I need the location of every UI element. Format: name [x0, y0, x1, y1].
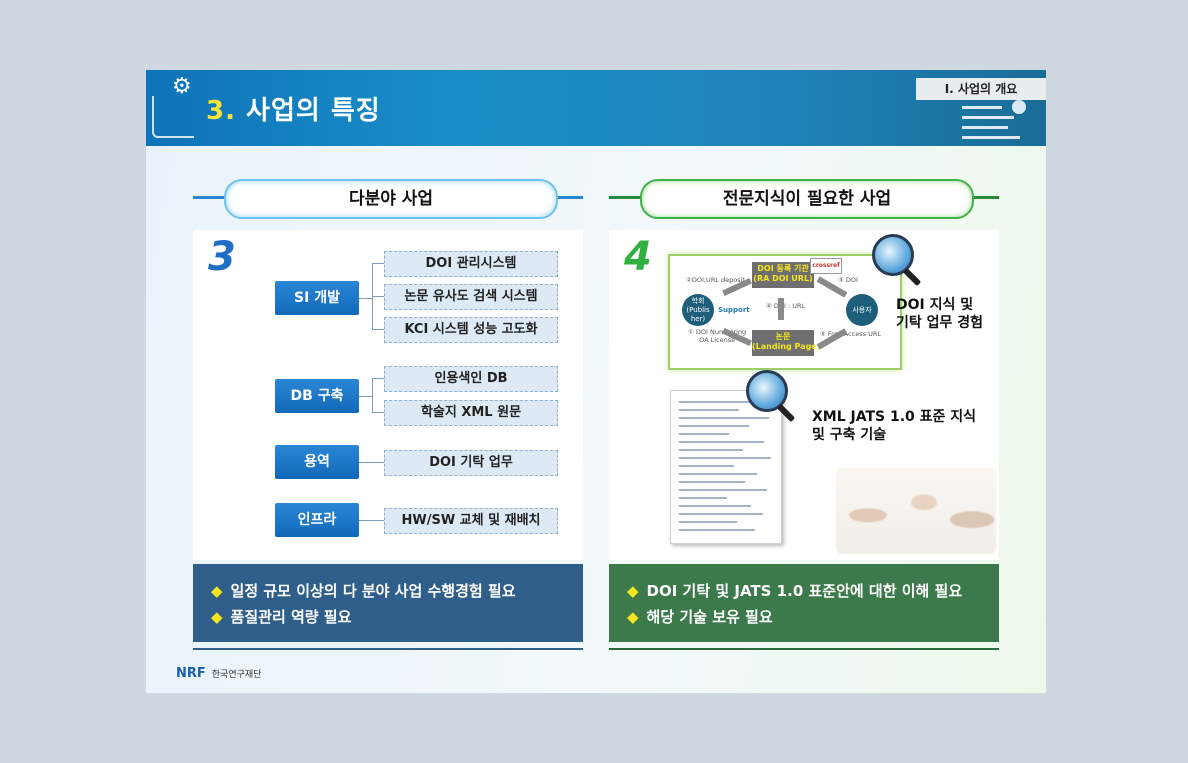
page-title: 3. 사업의 특징	[206, 90, 381, 127]
connector	[372, 412, 384, 413]
connector	[359, 462, 384, 463]
right-underline	[609, 648, 999, 650]
person-reading-icon	[962, 100, 1032, 142]
doi-label: ③ DOI	[838, 276, 858, 284]
note-xml-jats: XML JATS 1.0 표준 지식 및 구축 기술	[812, 409, 977, 443]
title-text: 사업의 특징	[246, 96, 381, 126]
circuit-decoration	[152, 96, 194, 138]
doi-url-label: ④ DOI : URL	[766, 302, 806, 310]
deposit-label: ②DOI;URL deposit	[686, 276, 745, 284]
connector	[359, 520, 384, 521]
header-banner: ⚙ 3. 사업의 특징 Ⅰ. 사업의 개요	[146, 70, 1046, 146]
left-bullet-1: ◆ 일정 규모 이상의 다 분야 사업 수행경험 필요	[211, 580, 516, 601]
right-heading: 전문지식이 필요한 사업	[640, 179, 974, 219]
item-doi-system: DOI 관리시스템	[384, 251, 558, 277]
publisher-node: 학회 (Publis her)	[682, 294, 714, 326]
support-label: Support	[718, 306, 750, 314]
connector	[372, 329, 384, 330]
note-doi-knowledge: DOI 지식 및 기탁 업무 경험	[896, 297, 984, 331]
bullet-text: DOI 기탁 및 JATS 1.0 표준안에 대한 이해 필요	[646, 582, 963, 600]
bullet-text: 일정 규모 이상의 다 분야 사업 수행경험 필요	[230, 582, 516, 600]
connector	[372, 378, 373, 412]
right-summary-box: ◆ DOI 기탁 및 JATS 1.0 표준안에 대한 이해 필요 ◆ 해당 기술 …	[609, 564, 999, 642]
xml-document-image	[670, 390, 782, 544]
item-hw-sw: HW/SW 교체 및 재배치	[384, 508, 558, 534]
left-bullet-2: ◆ 품질관리 역량 필요	[211, 606, 351, 627]
diamond-icon: ◆	[627, 582, 639, 600]
user-node: 사용자	[846, 294, 878, 326]
connector	[359, 298, 372, 299]
paper-box: 논문 (Landing Page)	[752, 330, 820, 356]
org-name: 한국연구재단	[211, 670, 262, 680]
item-similarity-search: 논문 유사도 검색 시스템	[384, 284, 558, 310]
right-badge-number: 4	[624, 234, 652, 280]
right-bullet-1: ◆ DOI 기탁 및 JATS 1.0 표준안에 대한 이해 필요	[627, 580, 962, 601]
connector	[372, 296, 384, 297]
item-journal-xml: 학술지 XML 원문	[384, 400, 558, 426]
crossref-logo: crossref	[810, 258, 842, 274]
left-heading: 다분야 사업	[224, 179, 558, 219]
bullet-text: 품질관리 역량 필요	[230, 608, 352, 626]
left-summary-box: ◆ 일정 규모 이상의 다 분야 사업 수행경험 필요 ◆ 품질관리 역량 필요	[193, 564, 583, 642]
item-doi-deposit: DOI 기탁 업무	[384, 450, 558, 476]
nrf-logo: NRF 한국연구재단	[176, 666, 261, 681]
category-si: SI 개발	[275, 281, 359, 315]
people-photo	[836, 468, 996, 554]
doi-process-diagram: DOI 등록 기관 (RA DOI URL) crossref 논문 (Land…	[668, 254, 902, 370]
diamond-icon: ◆	[211, 608, 223, 626]
bullet-text: 해당 기술 보유 필요	[646, 608, 773, 626]
logo-mark: NRF	[176, 666, 206, 681]
gear-icon: ⚙	[172, 74, 192, 99]
category-service: 용역	[275, 445, 359, 479]
section-breadcrumb: Ⅰ. 사업의 개요	[916, 78, 1046, 100]
slide: ⚙ 3. 사업의 특징 Ⅰ. 사업의 개요 다분야 사업 3 SI 개발 DOI…	[146, 70, 1046, 693]
left-underline	[193, 648, 583, 650]
right-bullet-2: ◆ 해당 기술 보유 필요	[627, 606, 773, 627]
category-infra: 인프라	[275, 503, 359, 537]
connector	[359, 396, 372, 397]
free-access-label: ⑤ Free Access URL	[820, 330, 881, 338]
ra-box: DOI 등록 기관 (RA DOI URL)	[752, 262, 814, 288]
connector	[372, 263, 384, 264]
item-kci-performance: KCI 시스템 성능 고도화	[384, 317, 558, 343]
connector	[372, 378, 384, 379]
category-db: DB 구축	[275, 379, 359, 413]
diamond-icon: ◆	[627, 608, 639, 626]
title-number: 3.	[206, 96, 236, 126]
arrow-doi-url	[778, 298, 784, 320]
item-citation-db: 인용색인 DB	[384, 366, 558, 392]
diamond-icon: ◆	[211, 582, 223, 600]
left-badge-number: 3	[208, 234, 236, 280]
